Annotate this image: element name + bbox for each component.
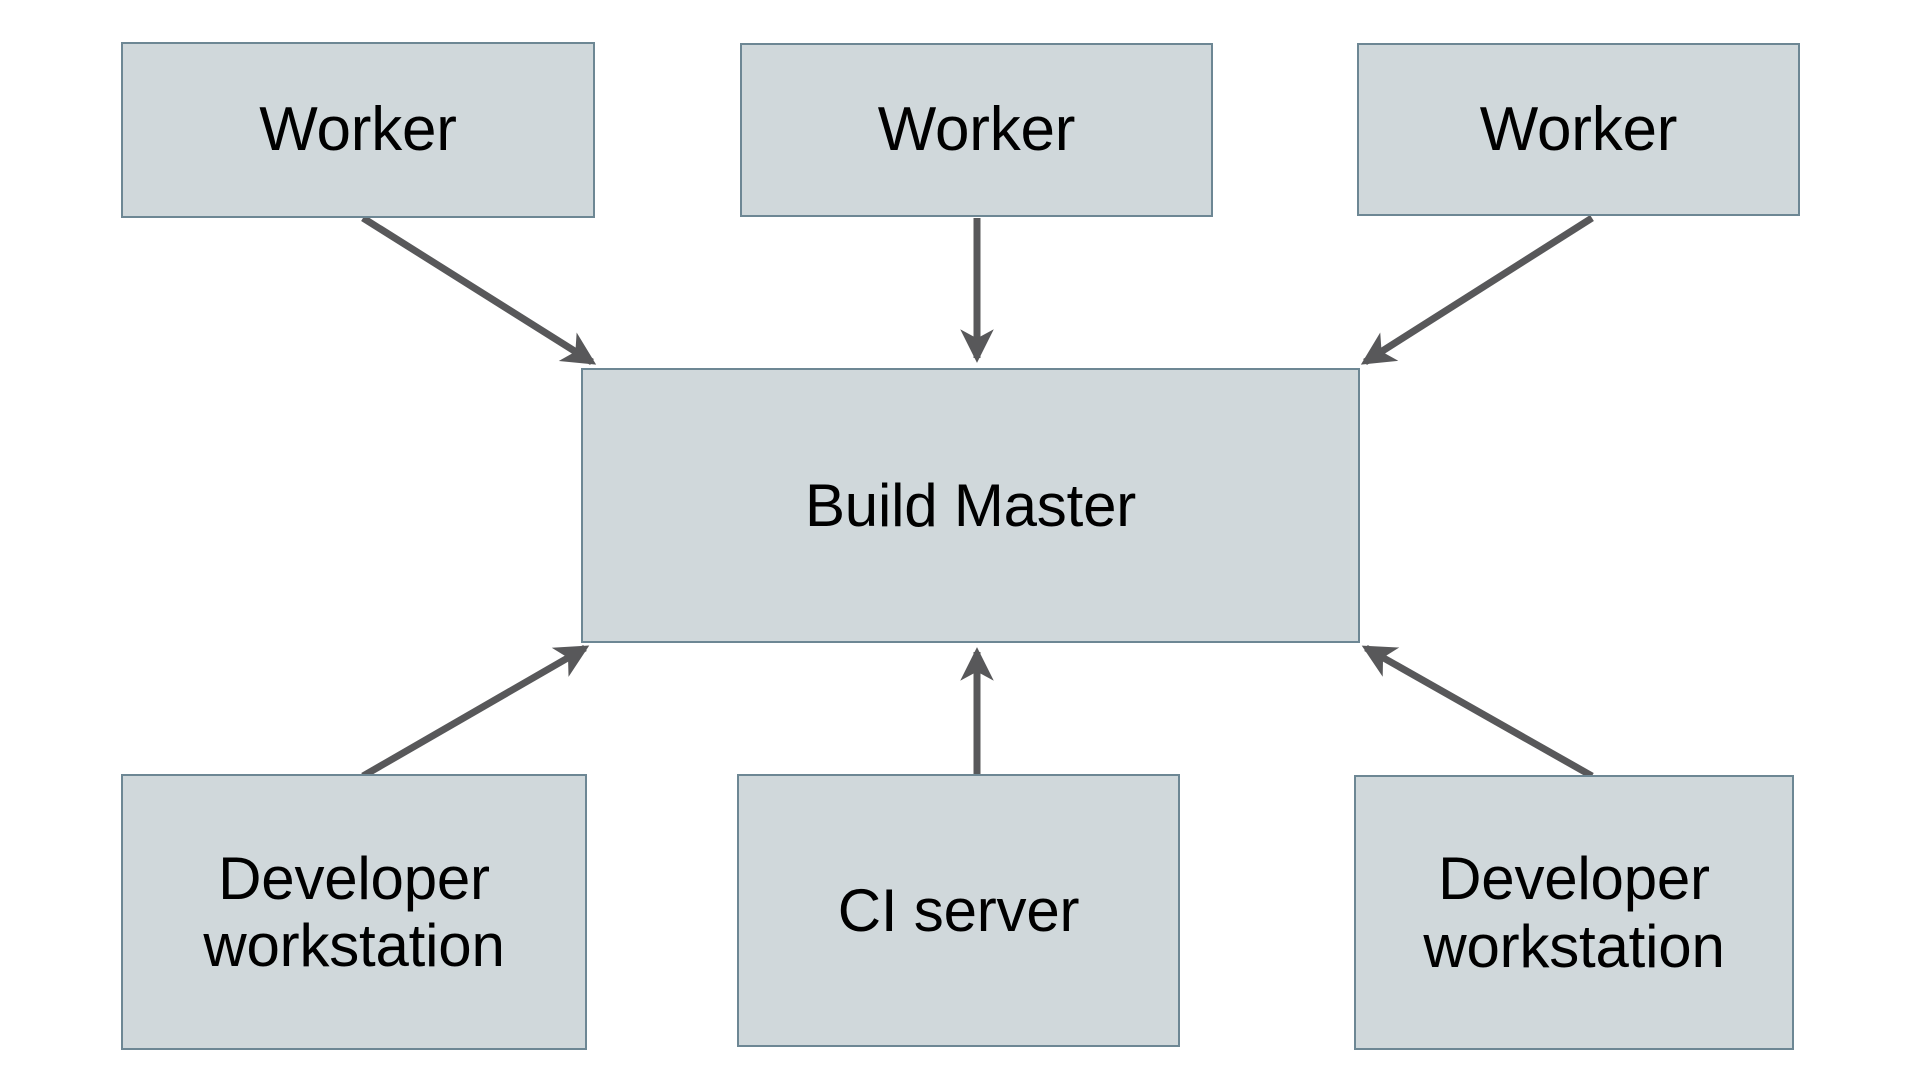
node-label-worker-mid: Worker [877, 95, 1076, 165]
node-ci-server[interactable]: CI server [737, 774, 1180, 1047]
edge-dev-right-to-build-master [1361, 644, 1594, 780]
node-label-ci-server: CI server [837, 876, 1080, 944]
node-worker-mid[interactable]: Worker [740, 43, 1213, 217]
edge-worker-right-to-build-master [1360, 215, 1594, 365]
node-label-build-master: Build Master [804, 471, 1137, 539]
node-worker-right[interactable]: Worker [1357, 43, 1800, 216]
node-label-developer-workstation-left: Developer workstation [203, 844, 505, 979]
edge-worker-left-to-build-master [361, 215, 597, 365]
node-developer-workstation-left[interactable]: Developer workstation [121, 774, 587, 1050]
node-developer-workstation-right[interactable]: Developer workstation [1354, 775, 1794, 1050]
edge-dev-left-to-build-master [361, 644, 590, 780]
node-worker-left[interactable]: Worker [121, 42, 595, 218]
node-label-worker-left: Worker [259, 95, 457, 165]
node-label-developer-workstation-right: Developer workstation [1423, 845, 1725, 980]
node-label-worker-right: Worker [1479, 94, 1678, 164]
node-build-master[interactable]: Build Master [581, 368, 1360, 643]
